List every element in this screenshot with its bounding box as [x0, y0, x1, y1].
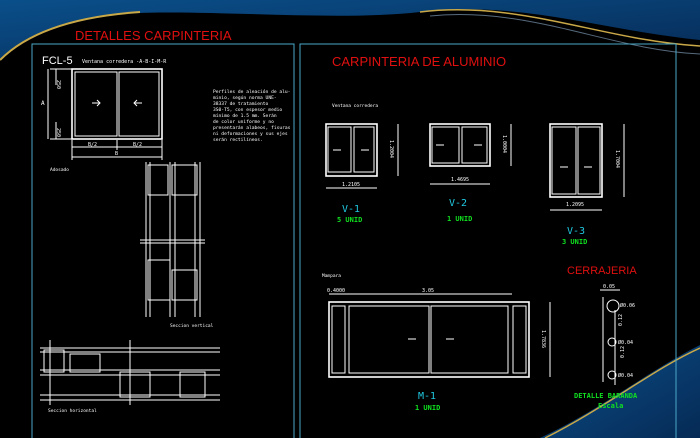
fcl-subtitle: Ventana corredera -A-B-I-M-R — [82, 59, 167, 65]
caption-mampara: Mampara — [322, 273, 341, 279]
baranda-top-dim: 0.05 — [603, 284, 615, 290]
dim-bottom: 250 — [55, 128, 61, 137]
m1-height: 1.7836 — [540, 330, 546, 348]
left-title: DETALLES CARPINTERIA — [75, 28, 232, 43]
svg-text:38337 de tratamiento: 38337 de tratamiento — [213, 101, 269, 107]
vertical-section-detail — [140, 162, 205, 317]
baranda-scale: Escala — [598, 402, 623, 410]
decorative-swoosh-bottom — [540, 345, 700, 438]
fcl5-window-elevation — [47, 68, 163, 160]
left-panel-frame — [31, 43, 295, 438]
window-v1 — [325, 123, 399, 189]
svg-text:Perfiles de aleación de alu-: Perfiles de aleación de alu- — [213, 88, 290, 95]
svg-text:serán rectilíneos.: serán rectilíneos. — [213, 136, 263, 143]
m1-qty: 1 UNID — [415, 404, 440, 412]
v3-qty: 3 UNID — [562, 238, 587, 246]
notes: Perfiles de aleación de alu- minio, segú… — [213, 88, 291, 143]
baranda-detail — [600, 289, 620, 385]
svg-text:minio, según norma UNE-: minio, según norma UNE- — [213, 94, 277, 101]
v3-height: 1.7004 — [614, 150, 620, 168]
svg-text:3S0-T5, con espesor medio: 3S0-T5, con espesor medio — [213, 107, 282, 113]
v1-code: V-1 — [342, 204, 360, 215]
dim-half-left: B/2 — [88, 142, 97, 148]
svg-text:ni deformaciones y sus ejes: ni deformaciones y sus ejes — [213, 131, 288, 137]
dim-half-right: B/2 — [133, 142, 142, 148]
label-vertical-section: Seccion vertical — [170, 323, 214, 329]
door-m1 — [328, 293, 551, 378]
v3-code: V-3 — [567, 226, 585, 237]
window-v2 — [429, 123, 512, 185]
v2-code: V-2 — [449, 198, 467, 209]
label-adosado: Adosado — [50, 167, 69, 173]
dim-top: 250 — [55, 80, 61, 89]
m1-span: 3.05 — [422, 288, 434, 294]
v2-qty: 1 UNID — [447, 215, 472, 223]
v2-height: 1.0004 — [501, 135, 507, 153]
v1-height: 1.2004 — [388, 140, 394, 158]
v2-width: 1.4695 — [451, 177, 469, 183]
svg-text:de color uniforme y no: de color uniforme y no — [213, 119, 274, 125]
dim-side: A — [41, 100, 45, 107]
cerrajeria-title: CERRAJERIA — [567, 265, 637, 277]
v1-qty: 5 UNID — [337, 216, 362, 224]
svg-text:presentarán alabeos, fisuras: presentarán alabeos, fisuras — [213, 124, 291, 131]
baranda-d1: Ø0.06 — [620, 302, 635, 309]
right-title: CARPINTERIA DE ALUMINIO — [332, 54, 506, 69]
window-v3 — [549, 123, 625, 211]
baranda-caption: DETALLE BARANDA — [574, 392, 638, 400]
baranda-d2: Ø0.04 — [618, 339, 633, 346]
horizontal-section-detail — [40, 340, 220, 405]
label-horizontal-section: Seccion horizontal — [48, 408, 97, 414]
m1-code: M-1 — [418, 391, 436, 402]
svg-text:mínimo de 1.5 mm. Serán: mínimo de 1.5 mm. Serán — [213, 112, 277, 119]
baranda-gap2: 0.12 — [620, 346, 626, 358]
baranda-gap1: 0.12 — [618, 314, 624, 326]
decorative-swoosh-top — [0, 0, 700, 61]
v1-width: 1.2105 — [342, 182, 360, 188]
caption-corredera: Ventana corredera — [332, 103, 378, 109]
baranda-d3: Ø0.04 — [618, 372, 633, 379]
fcl-code: FCL-5 — [42, 55, 73, 67]
m1-side: 0.4000 — [327, 288, 345, 294]
right-panel-frame — [299, 43, 677, 438]
v3-width: 1.2095 — [566, 202, 584, 208]
dim-total: B — [115, 151, 118, 157]
